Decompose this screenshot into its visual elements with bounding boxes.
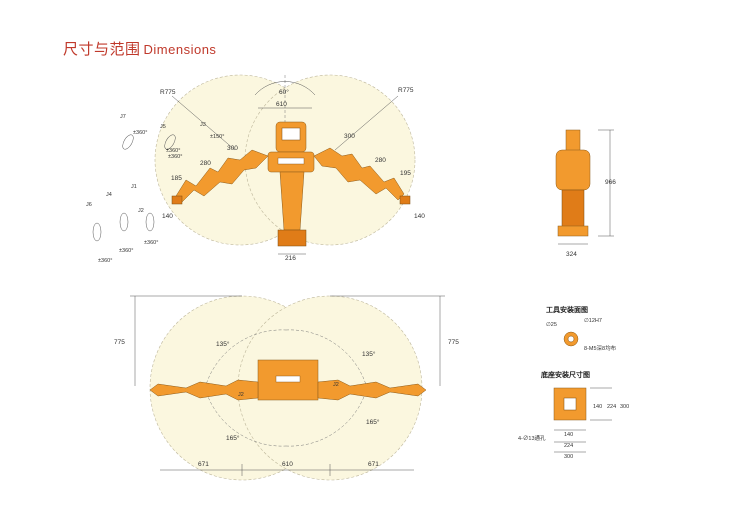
plan-logo: [275, 375, 301, 383]
angle-arc-top: [254, 81, 316, 96]
joint-j1-rot: ±360°: [144, 240, 158, 246]
joint-j1-label: J1: [131, 184, 137, 190]
plan-width-left: 671: [198, 461, 209, 468]
plan-height-right: 775: [448, 339, 459, 346]
joint-j5-ellipse: [164, 134, 176, 150]
joint-j6-ellipse: [92, 222, 102, 242]
right-end-effector: [399, 195, 411, 205]
base-216-label: 216: [285, 255, 296, 262]
base-mount-header: 底座安装尺寸图: [541, 370, 590, 379]
plan-j2-left: J2: [238, 392, 244, 398]
plan-angle-tr: 135°: [362, 350, 376, 358]
joint-rotation-diagrams: J7 ±360° J5 ±360° J3 J6 ±360° J4 ±360° J…: [86, 114, 206, 264]
link-300-left: 300: [227, 145, 238, 152]
side-body: [555, 149, 591, 191]
joint-j5-label: J5: [160, 124, 166, 130]
radius-leader-right: [334, 95, 399, 151]
flange-d25: ∅25: [546, 321, 557, 328]
joint-j4-rot: ±360°: [119, 248, 133, 254]
plan-width-right: 671: [368, 461, 379, 468]
head-screen: [281, 127, 301, 141]
joint-j2-label: J2: [138, 208, 144, 214]
flange-holes: 8-M5深8均布: [584, 344, 617, 352]
flange-d12: ∅12H7: [584, 317, 602, 324]
plan-angle-tl: 135°: [216, 340, 230, 348]
joint-j7-ellipse: [122, 134, 134, 150]
side-column: [561, 189, 585, 231]
joint-j3-label: J3: [200, 122, 206, 128]
shoulder-logo: [277, 157, 305, 165]
title-zh: 尺寸与范围: [63, 41, 141, 58]
link-140-left: 140: [162, 213, 173, 220]
base-b300: 300: [564, 454, 573, 460]
angle-top-label: 60°: [279, 88, 289, 96]
base-d140: 140: [593, 404, 602, 410]
joint-j6-rot: ±360°: [98, 258, 112, 264]
base-d224: 224: [607, 404, 616, 410]
joint-j4-ellipse: [119, 212, 129, 232]
joint-j7-label: J7: [120, 114, 126, 120]
joint-range-150: ±150°: [210, 134, 224, 140]
joint-j5-rot: ±360°: [166, 148, 180, 154]
radius-left-label: R775: [160, 89, 176, 96]
left-end-effector: [171, 195, 183, 205]
base-center: [563, 397, 577, 411]
tool-flange: 工具安装面图 ∅25 ∅12H7 8-M5深8均布: [546, 305, 617, 352]
plan-angle-br: 165°: [366, 418, 380, 426]
right-arm: [313, 147, 405, 201]
joint-j1-ellipse: [145, 212, 155, 232]
link-280-left: 280: [200, 160, 211, 167]
plan-height-left: 775: [114, 339, 125, 346]
side-view: 966 324: [555, 129, 616, 258]
title-en: Dimensions: [143, 42, 217, 57]
link-300-right: 300: [344, 133, 355, 140]
joint-j7-rot: ±360°: [133, 130, 147, 136]
link-185-label: 185: [171, 175, 182, 182]
plan-j2-right: J2: [333, 382, 339, 388]
flange-inner: [567, 335, 575, 343]
side-base: [557, 225, 589, 237]
base-b140: 140: [564, 432, 573, 438]
plan-right-arm: [317, 379, 427, 401]
side-width-label: 324: [566, 251, 577, 258]
side-height-label: 966: [605, 179, 616, 186]
radius-right-label: R775: [398, 87, 414, 94]
tool-flange-header: 工具安装面图: [546, 305, 588, 314]
robot-column: [279, 171, 305, 231]
joint-j6-label: J6: [86, 202, 92, 208]
link-140-right: 140: [414, 213, 425, 220]
plan-view: 775 775 135° 135° 165° 165° J2 J2 671 61…: [114, 295, 459, 481]
plan-width-mid: 610: [282, 461, 293, 468]
base-holes: 4-∅13通孔: [518, 434, 546, 442]
joint-j5-rot-b: ±360°: [168, 154, 182, 160]
link-195-label: 195: [400, 170, 411, 177]
plan-angle-bl: 165°: [226, 434, 240, 442]
base-d300: 300: [620, 404, 629, 410]
radius-leader-left: [171, 95, 236, 151]
link-280-right: 280: [375, 157, 386, 164]
joint-j4-label: J4: [106, 192, 112, 198]
base-b224: 224: [564, 443, 573, 449]
front-view: 60° 610 R775 R775 216 300 280 185 140 ±1…: [86, 74, 425, 264]
base-mount: 底座安装尺寸图 140 224 300 140 224 300 4-∅13通孔: [518, 370, 629, 460]
width-610-label: 610: [276, 101, 287, 108]
plan-left-arm: [149, 379, 259, 401]
robot-base: [277, 229, 307, 247]
